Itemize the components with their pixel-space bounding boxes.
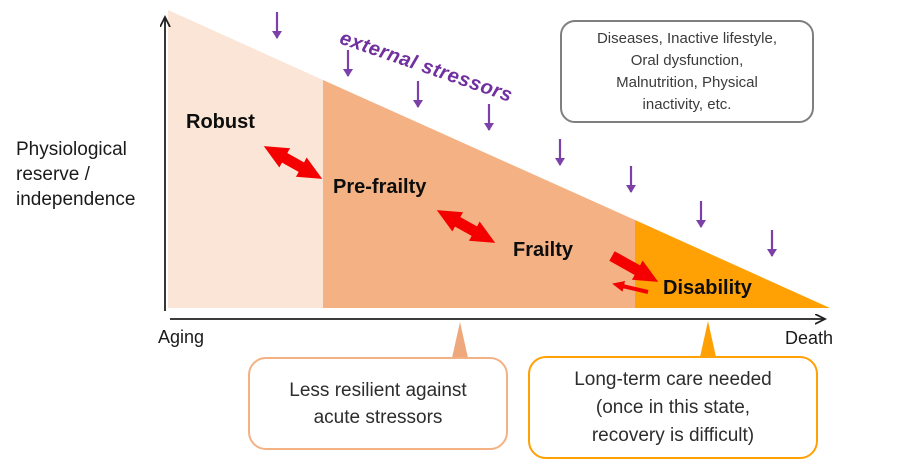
prefrailty-frailty-arrow — [436, 210, 496, 243]
stressor-causes-line: inactivity, etc. — [642, 95, 732, 113]
disability-return-arrow — [612, 281, 649, 294]
longterm-care-callout: Long-term care needed (once in this stat… — [528, 356, 818, 459]
longterm-care-callout-line: (once in this state, — [595, 396, 751, 418]
y-axis-label-line: reserve / — [16, 164, 90, 185]
disability-region — [635, 220, 830, 308]
stage-label-robust: Robust — [186, 111, 255, 133]
robust-region — [168, 10, 323, 308]
longterm-care-callout-line: Long-term care needed — [574, 368, 772, 390]
stage-label-prefrailty: Pre-frailty — [333, 176, 427, 198]
y-axis-label-line: independence — [16, 189, 136, 210]
y-axis-label: Physiological reserve / independence — [16, 137, 135, 212]
stressor-causes-line: Diseases, Inactive lifestyle, — [596, 29, 778, 47]
resilience-callout-line: Less resilient against — [289, 379, 467, 401]
longterm-care-callout-line: recovery is difficult) — [591, 424, 755, 446]
resilience-callout-line: acute stressors — [313, 406, 443, 428]
stressor-causes-line: Malnutrition, Physical — [616, 73, 758, 91]
x-axis-end-label: Death — [785, 328, 834, 348]
callout1-tail — [452, 322, 468, 358]
stressor-causes-line: Oral dysfunction, — [630, 51, 744, 69]
stressor-causes-box: Diseases, Inactive lifestyle, Oral dysfu… — [560, 20, 814, 123]
stage-label-frailty: Frailty — [513, 239, 574, 261]
y-axis-label-line: Physiological — [16, 139, 127, 160]
x-axis-start-label: Aging — [158, 327, 205, 347]
callout2-tail — [700, 321, 716, 357]
stage-label-disability: Disability — [663, 277, 752, 299]
resilience-callout: Less resilient against acute stressors — [248, 357, 508, 450]
prefrailty-frailty-region — [323, 80, 635, 308]
robust-prefrailty-arrow — [263, 146, 323, 179]
frailty-disability-arrow — [609, 251, 659, 282]
